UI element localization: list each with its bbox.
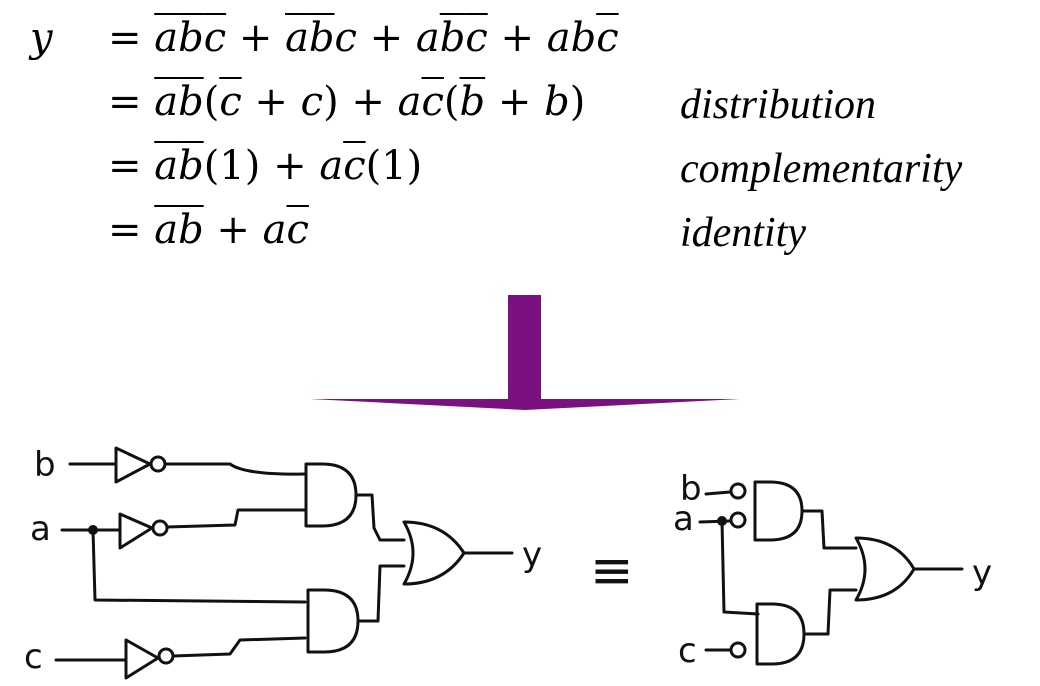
eq-token: a: [154, 207, 179, 253]
equation-lhs-y: y: [30, 15, 53, 61]
eq-token: b: [439, 15, 466, 61]
input-label-a-right: a: [673, 499, 694, 539]
eq-token: (1): [203, 143, 261, 189]
eq-token: b: [178, 143, 204, 189]
wire-a-branch-left: [91, 528, 307, 604]
equation-line-4: = ab + ac: [108, 210, 309, 250]
wire-notb-left: [163, 462, 306, 476]
eq-token: (1): [365, 143, 423, 189]
eq-token: +: [356, 15, 416, 61]
eq-token: b: [308, 15, 335, 61]
eq-token: (: [203, 79, 220, 125]
eq-token: a: [546, 15, 571, 61]
and-gate-top-right: [753, 480, 804, 542]
equation-line-2: = ab(c + c) + ac(b + b): [108, 82, 585, 122]
bubble-c-right: [729, 641, 747, 659]
not-bubble-b-left: [149, 455, 167, 473]
wire-and2-out-right: [802, 588, 858, 636]
eq-token: a: [285, 15, 309, 61]
wire-b-right: [704, 490, 732, 496]
not-gate-a-left: [118, 512, 154, 550]
eq-token: c: [596, 15, 619, 61]
eq-token: ): [569, 79, 586, 125]
eq-token: =: [108, 143, 155, 189]
eq-token: a: [154, 143, 179, 189]
output-label-y-left: y: [522, 535, 542, 575]
input-label-c-right: c: [678, 631, 697, 671]
input-label-a-left: a: [30, 509, 51, 549]
eq-token: a: [319, 143, 344, 189]
eq-token: ): [323, 79, 339, 125]
eq-token: (: [443, 79, 460, 125]
not-gate-c-left: [124, 638, 160, 680]
right-circuit: [698, 480, 964, 666]
eq-token: b: [178, 207, 204, 253]
wire-notc-left: [171, 636, 307, 658]
eq-token: a: [154, 15, 179, 61]
eq-token: +: [241, 79, 301, 125]
eq-token: c: [286, 207, 309, 253]
not-gate-b-left: [114, 446, 152, 484]
eq-token: b: [570, 15, 597, 61]
equivalence-symbol: ≡: [590, 541, 634, 601]
bubble-a-right: [729, 511, 747, 529]
eq-token: =: [108, 15, 155, 61]
and-gate-top-left: [304, 462, 358, 528]
eq-token: +: [203, 207, 263, 253]
eq-token: a: [154, 79, 179, 125]
input-label-b-left: b: [34, 445, 56, 485]
eq-token: b: [544, 79, 570, 125]
eq-token: +: [485, 79, 545, 125]
wire-and1-out-left: [354, 493, 406, 542]
wire-and1-out-right: [800, 509, 858, 550]
wire-a-branch-right: [720, 519, 760, 616]
and-gate-bottom-right: [755, 602, 806, 666]
eq-token: a: [262, 207, 287, 253]
eq-token: c: [421, 79, 444, 125]
eq-token: +: [338, 79, 398, 125]
justification-complementarity: complementarity: [680, 146, 963, 192]
eq-token: a: [397, 79, 422, 125]
wire-nota-left: [165, 508, 306, 529]
eq-token: b: [178, 79, 204, 125]
eq-token: b: [459, 79, 486, 125]
not-bubble-a-left: [151, 519, 169, 537]
eq-token: c: [219, 79, 242, 125]
eq-token: +: [487, 15, 547, 61]
bubble-b-right: [729, 482, 747, 500]
or-gate-left: [402, 520, 466, 586]
eq-token: b: [178, 15, 204, 61]
eq-token: +: [226, 15, 286, 61]
and-gate-bottom-left: [306, 588, 360, 654]
eq-token: c: [465, 15, 488, 61]
eq-token: c: [343, 143, 366, 189]
eq-token: =: [108, 207, 155, 253]
eq-token: c: [300, 79, 324, 125]
output-label-y-right: y: [972, 553, 992, 593]
eq-token: c: [203, 15, 227, 61]
justification-identity: identity: [680, 210, 806, 256]
equation-line-1: = abc + abc + abc + abc: [108, 18, 619, 58]
left-circuit: [54, 446, 514, 680]
input-label-c-left: c: [24, 637, 43, 677]
input-label-b-right: b: [680, 469, 702, 509]
eq-token: c: [334, 15, 357, 61]
wire-and2-out-left: [356, 564, 406, 623]
or-gate-right: [854, 536, 916, 602]
eq-token: =: [108, 79, 155, 125]
down-arrow-icon: [310, 295, 740, 410]
not-bubble-c-left: [157, 647, 175, 665]
eq-token: +: [260, 143, 320, 189]
justification-distribution: distribution: [680, 82, 877, 128]
eq-token: a: [415, 15, 440, 61]
equation-line-3: = ab(1) + ac(1): [108, 146, 422, 186]
